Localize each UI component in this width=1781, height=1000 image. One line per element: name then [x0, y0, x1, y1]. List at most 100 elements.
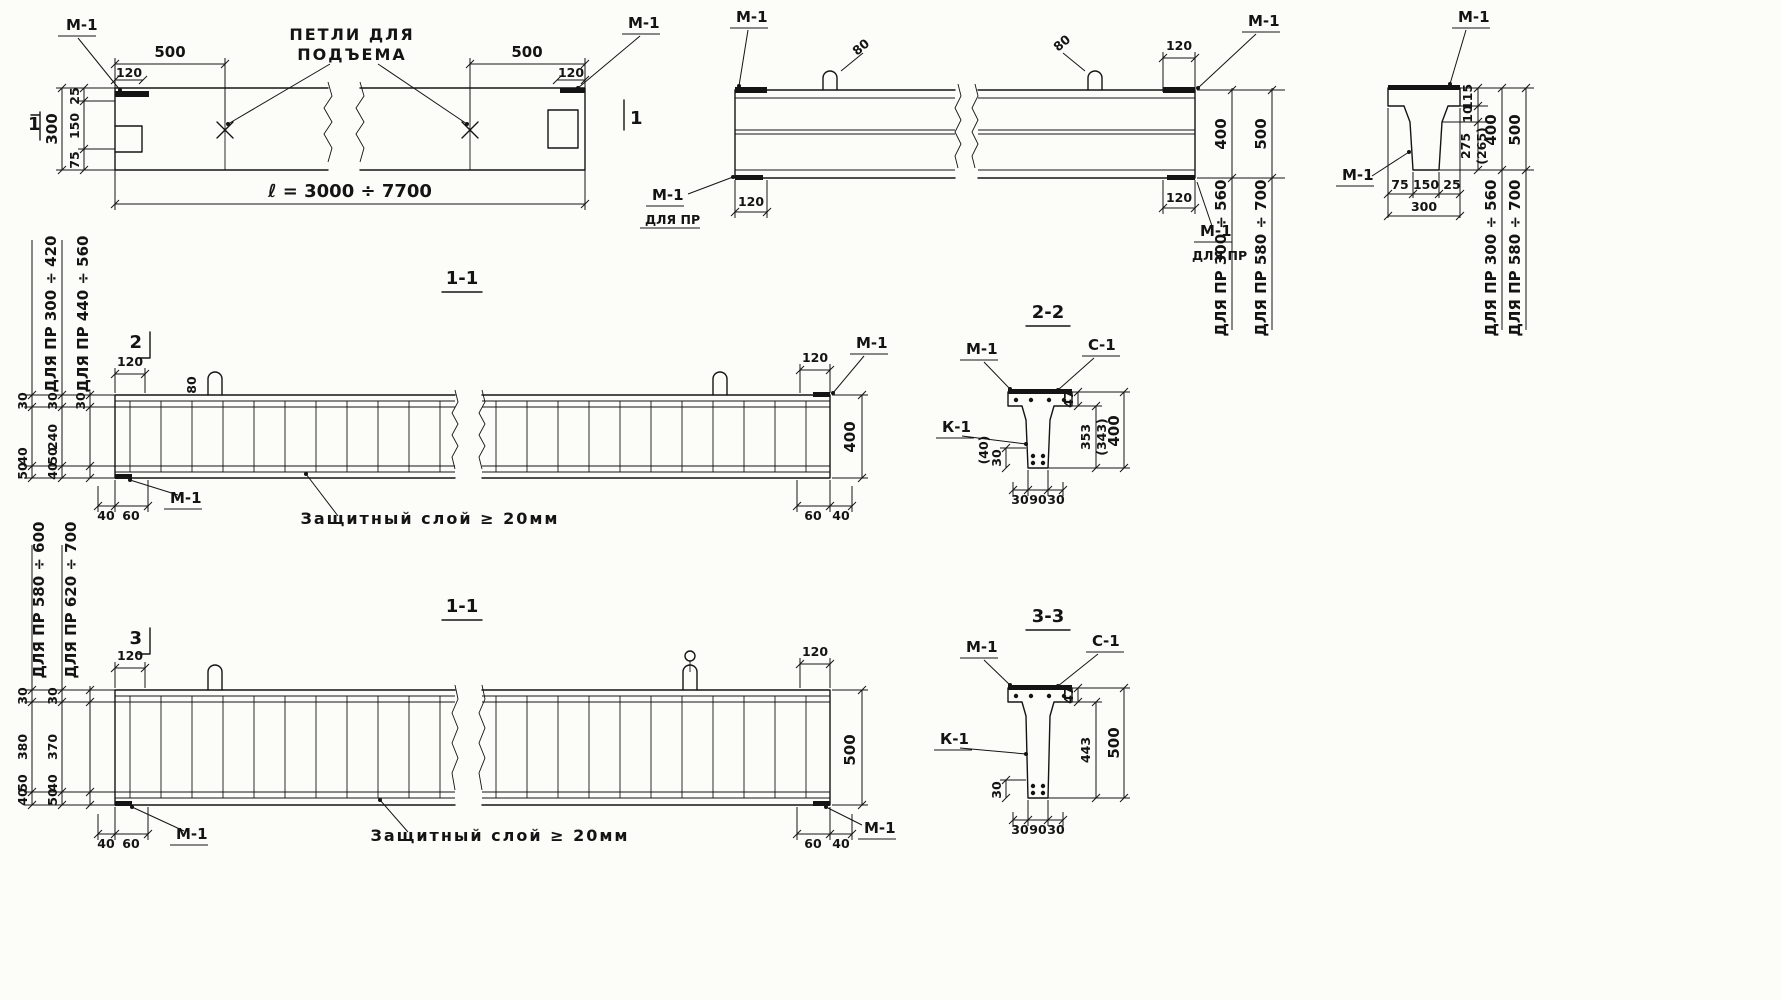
- section-mark-1-left: 1: [28, 114, 41, 135]
- dim-47: 47: [1061, 390, 1076, 407]
- lifting-loop-left: [207, 371, 223, 396]
- dim-80-right: 80: [1050, 31, 1073, 54]
- m1-label: М-1: [1200, 222, 1232, 240]
- dim-75: 75: [1391, 177, 1408, 192]
- dim-47: 47: [1061, 686, 1076, 703]
- dim-300: 300: [43, 113, 61, 144]
- beam-outline: [114, 689, 831, 806]
- dim-90: 90: [1029, 492, 1047, 507]
- dim-40: 40: [97, 508, 115, 523]
- plan-end-plate-left: [115, 91, 149, 97]
- m1-label: М-1: [1248, 12, 1280, 30]
- end-cross-section-view: М-1 М-1 115 10 275 (265) 400 500 ДЛЯ ПР …: [1336, 8, 1534, 337]
- dim-120-bottom-left: 120: [738, 194, 764, 209]
- dim-25: 25: [67, 87, 82, 104]
- range-caption-580-700: ДЛЯ ПР 580 ÷ 700: [1252, 180, 1270, 337]
- m1-label: М-1: [966, 638, 998, 656]
- dlya-pr-label: ДЛЯ ПР: [1192, 248, 1247, 263]
- range-caption-620-700: ДЛЯ ПР 620 ÷ 700: [62, 522, 80, 679]
- range-caption-440-560: ДЛЯ ПР 440 ÷ 560: [74, 236, 92, 393]
- m1-label: М-1: [966, 340, 998, 358]
- embedded-plate: [1008, 389, 1072, 394]
- hook-symbol: [684, 650, 696, 662]
- section-title-1-1: 1-1: [446, 268, 479, 289]
- dim-40: 40: [45, 774, 60, 792]
- section-title-3-3: 3-3: [1032, 606, 1065, 627]
- m1-label: М-1: [628, 14, 660, 32]
- dim-30: 30: [1011, 822, 1029, 837]
- dim-60: 60: [804, 836, 822, 851]
- embedded-plate: [1388, 85, 1460, 90]
- section-mark-2: 2: [129, 332, 142, 353]
- dim-265: (265): [1474, 127, 1489, 165]
- range-caption-300-560: ДЛЯ ПР 300 ÷ 560: [1482, 180, 1500, 337]
- lifting-loops-caption-line1: ПЕТЛИ ДЛЯ: [289, 25, 414, 44]
- dim-120-right: 120: [802, 644, 828, 659]
- stirrups-right-span: [495, 401, 807, 472]
- dim-120-left: 120: [116, 65, 142, 80]
- stirrups-left-span: [129, 401, 441, 472]
- dim-50: 50: [15, 462, 30, 480]
- section-title-1-1: 1-1: [446, 596, 479, 617]
- dim-120-right: 120: [802, 350, 828, 365]
- dim-120-left: 120: [117, 354, 143, 369]
- dim-500: 500: [841, 734, 859, 765]
- section-2-2: 2-2 М-1 С-1 К-1 47 353 (343) 400 30 90 3…: [936, 302, 1130, 507]
- dim-75: 75: [67, 151, 82, 168]
- dim-150: 150: [67, 113, 82, 139]
- dim-500-right: 500: [511, 43, 542, 61]
- dlya-pr-label: ДЛЯ ПР: [645, 212, 700, 227]
- elevation-view: 80 80 М-1 120 М-1 120 М-1 ДЛЯ ПР 120 М-1…: [640, 8, 1285, 337]
- dim-40: 40: [15, 447, 30, 465]
- lifting-loop-mark-left: [216, 121, 234, 139]
- cover-layer-note: Защитный слой ≥ 20мм: [370, 826, 629, 845]
- m1-label: М-1: [856, 334, 888, 352]
- m1-label: М-1: [864, 819, 896, 837]
- dim-300: 300: [1411, 199, 1437, 214]
- dim-500: 500: [1252, 118, 1270, 149]
- dim-10: 10: [1460, 105, 1475, 123]
- lifting-loop-right: [712, 371, 728, 396]
- dim-120-top-right: 120: [1166, 38, 1192, 53]
- range-caption-300-560: ДЛЯ ПР 300 ÷ 560: [1212, 180, 1230, 337]
- elevation-beam-outline: [734, 89, 1196, 179]
- beam-length-dim: ℓ = 3000 ÷ 7700: [267, 181, 432, 202]
- dim-30: 30: [1011, 492, 1029, 507]
- c1-label: С-1: [1092, 632, 1120, 650]
- section-1-1-top: 1-1 2 120 80 120 М-1 400 40 60 60 40 М-1…: [15, 236, 888, 528]
- dim-50: 50: [45, 788, 60, 806]
- lifting-loops-caption-line2: ПОДЪЕМА: [297, 45, 407, 64]
- dim-120-right: 120: [558, 65, 584, 80]
- dim-60: 60: [804, 508, 822, 523]
- m1-label: М-1: [652, 186, 684, 204]
- stirrups-left-span: [129, 696, 441, 798]
- range-caption-580-600: ДЛЯ ПР 580 ÷ 600: [30, 522, 48, 679]
- dim-30: 30: [73, 392, 88, 410]
- section-title-2-2: 2-2: [1032, 302, 1065, 323]
- embedded-plate: [1008, 685, 1072, 690]
- m1-label: М-1: [736, 8, 768, 26]
- dim-500: 500: [1506, 114, 1524, 145]
- k1-label: К-1: [942, 418, 971, 436]
- m1-label: М-1: [1342, 166, 1374, 184]
- dim-150: 150: [1413, 177, 1439, 192]
- dim-80: 80: [184, 376, 199, 394]
- dim-30: 30: [45, 687, 60, 705]
- dim-25: 25: [1443, 177, 1460, 192]
- dim-50: 50: [45, 447, 60, 465]
- dim-30: 30: [1047, 822, 1065, 837]
- dim-120-left: 120: [117, 648, 143, 663]
- dim-120-bottom-right: 120: [1166, 190, 1192, 205]
- lifting-loop-left: [822, 70, 838, 91]
- lifting-loop-left: [207, 664, 223, 691]
- dim-443: 443: [1078, 737, 1093, 763]
- dim-30: 30: [15, 392, 30, 410]
- plan-view: ПЕТЛИ ДЛЯ ПОДЪЕМА 500 500 120 120 25 150…: [28, 14, 660, 210]
- lifting-loop-right: [1087, 70, 1103, 91]
- lifting-loop-mark-right: [461, 121, 479, 139]
- section-mark-3: 3: [129, 628, 142, 649]
- dim-40: 40: [15, 788, 30, 806]
- plan-left-notch: [114, 125, 143, 153]
- dim-275: 275: [1458, 133, 1473, 159]
